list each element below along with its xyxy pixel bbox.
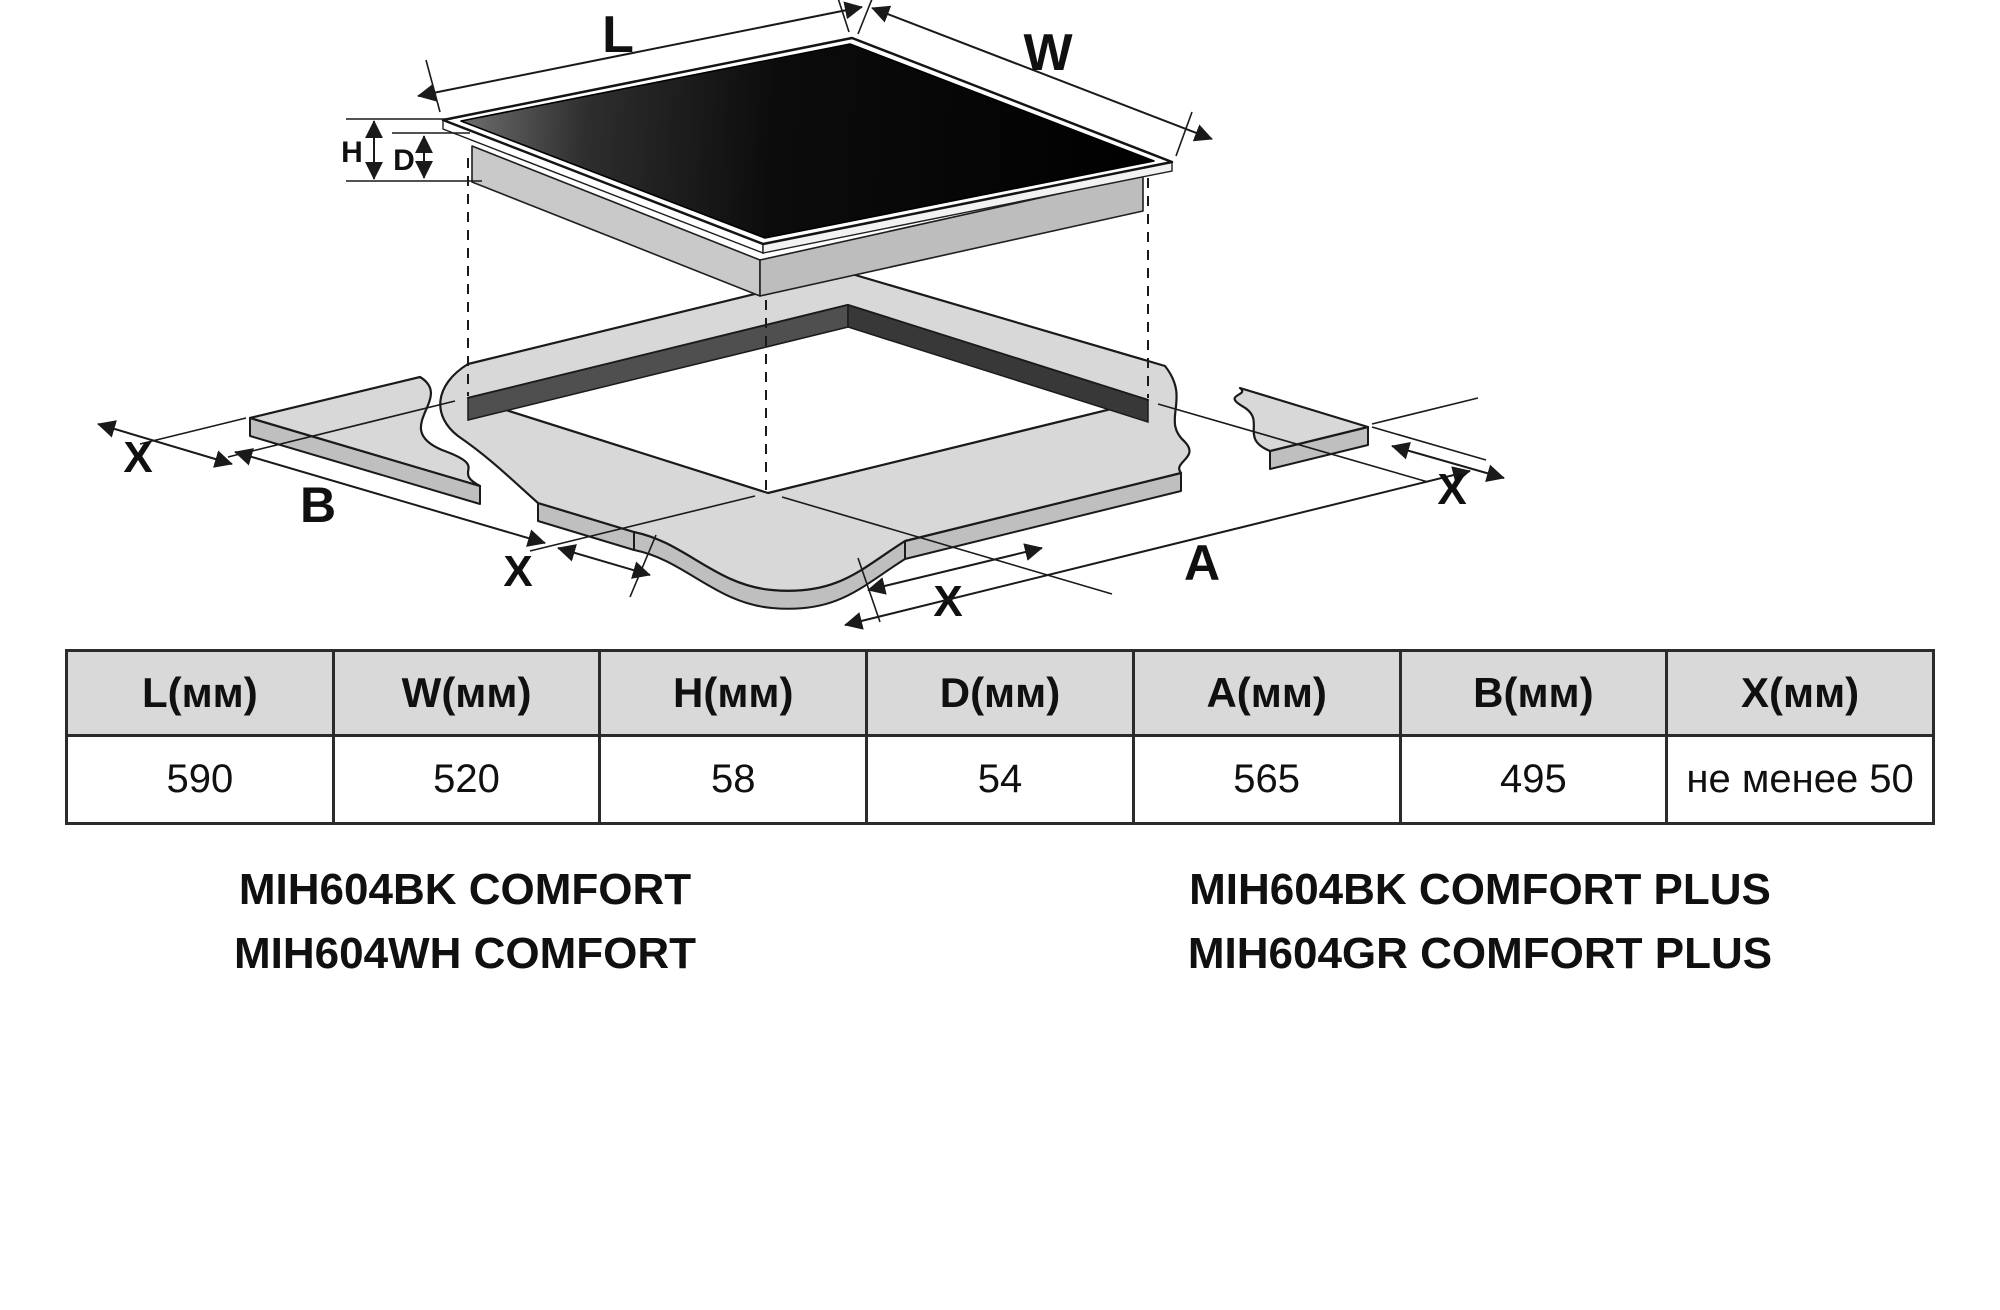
table-header-x: X(мм) <box>1665 649 1935 737</box>
installation-diagram: X B X X A <box>0 0 2000 650</box>
hob <box>441 36 1174 297</box>
extension-line <box>837 0 850 33</box>
hob-dimensions: L W H D <box>341 0 1213 182</box>
table-header-w: W(мм) <box>331 649 602 737</box>
table-header-a: A(мм) <box>1131 649 1402 737</box>
extension-line <box>529 495 756 552</box>
dimension-x-left-line <box>97 420 233 468</box>
model-name: MIH604BK COMFORT PLUS <box>1189 865 1771 914</box>
table-value-a: 565 <box>1131 734 1402 825</box>
extension-line <box>857 0 873 35</box>
table-header-l: L(мм) <box>65 649 335 737</box>
model-name: MIH604BK COMFORT <box>238 865 692 914</box>
model-name: MIH604GR COMFORT PLUS <box>1187 929 1773 978</box>
dim-label-h: H <box>341 136 363 169</box>
dim-label-x-right: X <box>1437 465 1466 514</box>
countertop-dimensions: X B X X A <box>97 397 1505 630</box>
extension-line <box>1371 426 1487 461</box>
table-value-l: 590 <box>65 734 335 825</box>
dimension-a-line <box>844 466 1471 630</box>
dim-label-a: A <box>1184 535 1220 591</box>
projection-guides <box>467 158 1149 490</box>
table-value-d: 54 <box>865 734 1135 825</box>
extension-line <box>227 400 456 458</box>
extension-line <box>1175 111 1193 157</box>
dimension-x-frontleft-line <box>557 544 651 579</box>
table-value-b: 495 <box>1398 734 1669 825</box>
model-list-right: MIH604BK COMFORT PLUS MIH604GR COMFORT P… <box>1040 858 1920 986</box>
dimension-b-line <box>234 448 546 547</box>
table-value-h: 58 <box>598 734 869 825</box>
model-list-left: MIH604BK COMFORT MIH604WH COMFORT <box>65 858 865 986</box>
hob-body-right <box>759 174 1144 297</box>
table-value-x: не менее 50 <box>1665 734 1935 825</box>
dim-label-d: D <box>393 144 415 177</box>
table-value-w: 520 <box>331 734 602 825</box>
table-header-row: L(мм) W(мм) H(мм) D(мм) A(мм) B(мм) X(мм… <box>65 649 1935 737</box>
model-name: MIH604WH COMFORT <box>234 929 696 978</box>
table-header-d: D(мм) <box>865 649 1135 737</box>
dim-label-w: W <box>1023 24 1073 82</box>
dim-label-b: B <box>300 477 336 533</box>
extension-line <box>425 59 441 113</box>
extension-line <box>139 417 247 445</box>
dimensions-table: L(мм) W(мм) H(мм) D(мм) A(мм) B(мм) X(мм… <box>65 649 1935 825</box>
table-header-b: B(мм) <box>1398 649 1669 737</box>
dim-label-l: L <box>602 6 634 64</box>
extension-line <box>1371 397 1479 425</box>
table-header-h: H(мм) <box>598 649 869 737</box>
dimension-l-line <box>417 1 863 102</box>
dimension-x-right-line <box>1391 442 1505 482</box>
dimension-w-line <box>871 5 1213 142</box>
cutout-wall-right <box>847 303 1149 424</box>
dim-label-x-front-left: X <box>503 547 532 596</box>
table-value-row: 590 520 58 54 565 495 не менее 50 <box>65 734 1935 825</box>
dim-label-x-left: X <box>123 433 152 482</box>
